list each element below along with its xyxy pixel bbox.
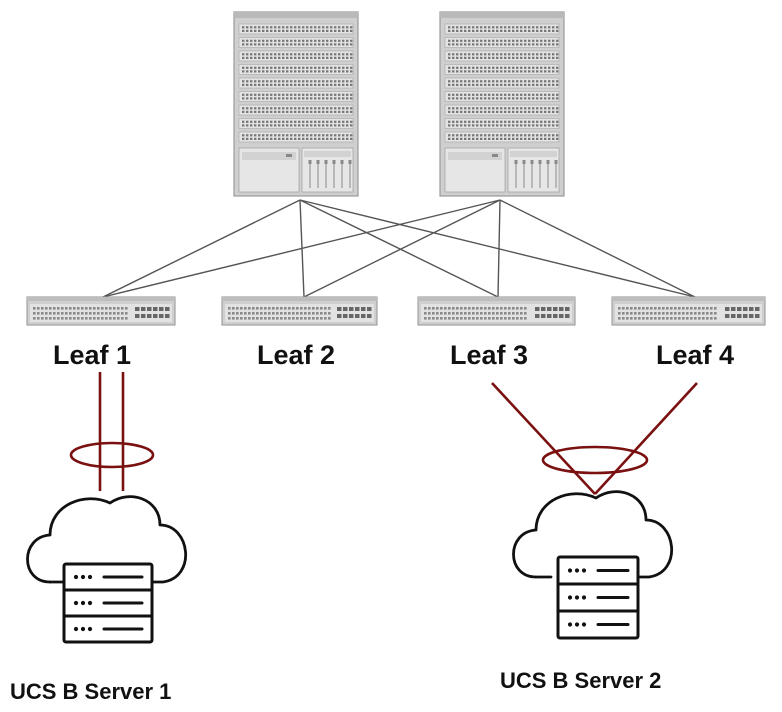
spine-2-chassis: [439, 11, 565, 197]
cloud-icon: [512, 490, 674, 579]
link-spine1-leaf1: [102, 199, 301, 298]
server-2-lag-ring: [541, 445, 649, 475]
server-2-label: UCS B Server 2: [500, 668, 662, 693]
leaf-1-switch: [26, 296, 176, 326]
leaf-1-label: Leaf 1: [53, 340, 132, 370]
cloud-icon: [26, 495, 188, 584]
server-1-rack-icon: [62, 562, 154, 644]
server-2-cloud-icon: [512, 490, 674, 579]
server-2-uplink-leaf4: [594, 382, 698, 495]
link-spine2-leaf3: [497, 199, 501, 298]
server-1-lag-ring: [69, 441, 155, 469]
server-2-rack-icon: [556, 555, 640, 640]
link-spine2-leaf4: [499, 199, 696, 298]
server-1-label: UCS B Server 1: [10, 679, 172, 704]
spine-leaf-links: [102, 199, 696, 298]
link-spine2-leaf2: [303, 199, 501, 298]
spine-1-chassis: [233, 11, 359, 197]
leaf-3-label: Leaf 3: [450, 340, 529, 370]
spine-switches: [233, 11, 565, 197]
link-spine1-leaf3: [299, 199, 499, 298]
leaf-4-switch: [611, 296, 766, 326]
servers: [26, 372, 698, 644]
link-spine1-leaf4: [299, 199, 696, 298]
leaf-2-label: Leaf 2: [257, 340, 336, 370]
server-2-port-channel: [491, 382, 698, 495]
server-2-uplink-leaf3: [491, 382, 596, 495]
leaf-2-switch: [221, 296, 378, 326]
leaf-switches: [26, 296, 766, 326]
link-spine2-leaf1: [102, 199, 501, 298]
leaf-4-label: Leaf 4: [656, 340, 735, 370]
leaf-3-switch: [417, 296, 576, 326]
server-1-port-channel: [69, 372, 155, 491]
